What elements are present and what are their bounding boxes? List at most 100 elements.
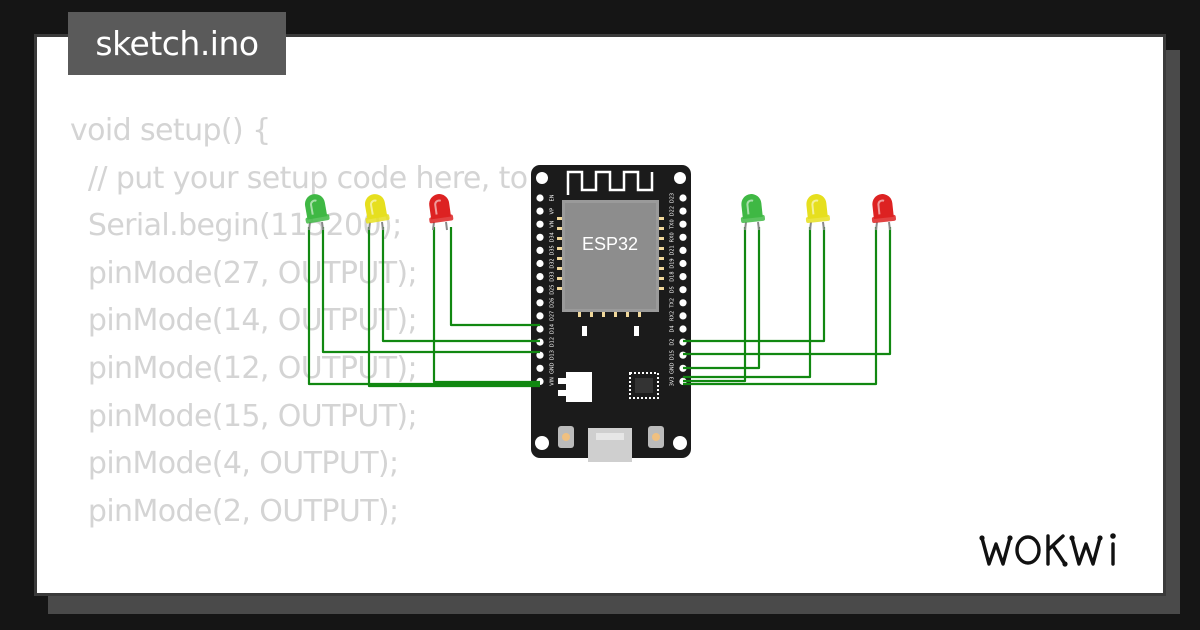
wire	[683, 227, 761, 370]
led-right-green[interactable]	[738, 193, 765, 231]
wire	[321, 227, 540, 354]
pin-label: D12	[550, 337, 556, 347]
pin-label: D23	[670, 193, 676, 203]
pin-label: D13	[550, 350, 556, 360]
pin-label: VP	[550, 208, 556, 214]
wokwi-logo	[979, 533, 1116, 567]
pin-D35[interactable]	[536, 246, 544, 254]
pin-VN[interactable]	[536, 220, 544, 228]
left-header-pins[interactable]	[536, 194, 544, 385]
reset-button[interactable]	[558, 426, 574, 448]
pin-label: D19	[670, 258, 676, 268]
pin-label: D21	[670, 245, 676, 255]
boot-button[interactable]	[648, 426, 664, 448]
pin-label: D18	[670, 271, 676, 281]
pin-label: D34	[550, 232, 556, 242]
pin-D2[interactable]	[679, 338, 687, 346]
led-left-red[interactable]	[426, 192, 454, 231]
pin-label: D14	[550, 324, 556, 334]
esp32-module: ESP32	[562, 200, 659, 312]
pin-label: D35	[550, 245, 556, 255]
wire	[449, 227, 540, 327]
pin-label: VIN	[550, 377, 556, 386]
pin-EN[interactable]	[536, 194, 544, 202]
pin-VP[interactable]	[536, 207, 544, 215]
code-line: Serial.begin(115200);	[70, 208, 402, 244]
pin-label: EN	[550, 194, 556, 201]
micro-usb-port	[588, 428, 632, 462]
esp32-board[interactable]: ESP32	[531, 165, 691, 462]
wire	[432, 227, 540, 384]
pin-GND[interactable]	[536, 364, 544, 372]
pin-D5[interactable]	[679, 286, 687, 294]
code-line: void setup() {	[70, 113, 271, 148]
file-tab[interactable]: sketch.ino	[68, 12, 286, 75]
right-header-pins[interactable]	[679, 194, 687, 385]
wire	[381, 227, 540, 343]
pin-label: VN	[550, 220, 556, 227]
wire	[683, 227, 812, 379]
pin-label: RX0	[670, 232, 676, 242]
pin-label: D22	[670, 206, 676, 216]
wires	[307, 227, 892, 388]
pin-label: D4	[670, 325, 676, 332]
pin-D34[interactable]	[536, 233, 544, 241]
code-line: pinMode(27, OUTPUT);	[70, 255, 418, 291]
pin-D23[interactable]	[679, 194, 687, 202]
pin-label: 3V3	[670, 377, 676, 387]
pin-label: RX2	[670, 311, 676, 321]
chip-label: ESP32	[582, 234, 638, 254]
pin-label: D32	[550, 258, 556, 268]
pin-label: D5	[670, 286, 676, 293]
pin-label: D33	[550, 271, 556, 281]
wire	[307, 227, 540, 386]
led-right-red[interactable]	[869, 193, 896, 231]
led-left-green[interactable]	[301, 192, 330, 231]
code-line: pinMode(12, OUTPUT);	[70, 350, 418, 386]
pin-label: D26	[550, 298, 556, 308]
led-components	[301, 192, 896, 231]
pin-TX0[interactable]	[679, 220, 687, 228]
pin-RX0[interactable]	[679, 233, 687, 241]
wire	[367, 227, 540, 388]
led-left-yellow[interactable]	[361, 192, 390, 231]
voltage-regulator	[558, 372, 592, 402]
pin-D12[interactable]	[536, 338, 544, 346]
pin-D13[interactable]	[536, 351, 544, 359]
code-line: pinMode(15, OUTPUT);	[70, 398, 418, 434]
pin-D26[interactable]	[536, 299, 544, 307]
wire	[683, 227, 826, 343]
pin-label: TX2	[670, 298, 676, 309]
led-right-yellow[interactable]	[803, 193, 830, 231]
wire	[683, 227, 892, 356]
pin-D33[interactable]	[536, 273, 544, 281]
code-line: pinMode(14, OUTPUT);	[70, 303, 418, 339]
pin-label: GND	[550, 362, 556, 374]
pin-RX2[interactable]	[679, 312, 687, 320]
pin-D32[interactable]	[536, 259, 544, 268]
pin-D21[interactable]	[679, 246, 687, 254]
code-line: pinMode(4, OUTPUT);	[70, 446, 399, 482]
pin-D25[interactable]	[536, 286, 544, 294]
pin-D27[interactable]	[536, 312, 544, 320]
pin-D4[interactable]	[679, 325, 687, 333]
usb-chip	[629, 372, 659, 399]
wire	[683, 227, 747, 383]
pin-D19[interactable]	[679, 259, 687, 268]
wire	[683, 227, 878, 386]
pin-label: D2	[670, 339, 676, 346]
pin-D18[interactable]	[679, 273, 687, 281]
pin-label: D25	[550, 285, 556, 295]
pin-label: GND	[670, 362, 676, 374]
pin-D22[interactable]	[679, 207, 687, 215]
pin-D15[interactable]	[679, 351, 687, 359]
pin-label: D27	[550, 311, 556, 321]
code-line: pinMode(2, OUTPUT);	[70, 493, 399, 529]
pin-D14[interactable]	[536, 325, 544, 333]
pin-label: D15	[670, 350, 676, 360]
pin-label: TX0	[670, 219, 676, 230]
pin-TX2[interactable]	[679, 299, 687, 307]
